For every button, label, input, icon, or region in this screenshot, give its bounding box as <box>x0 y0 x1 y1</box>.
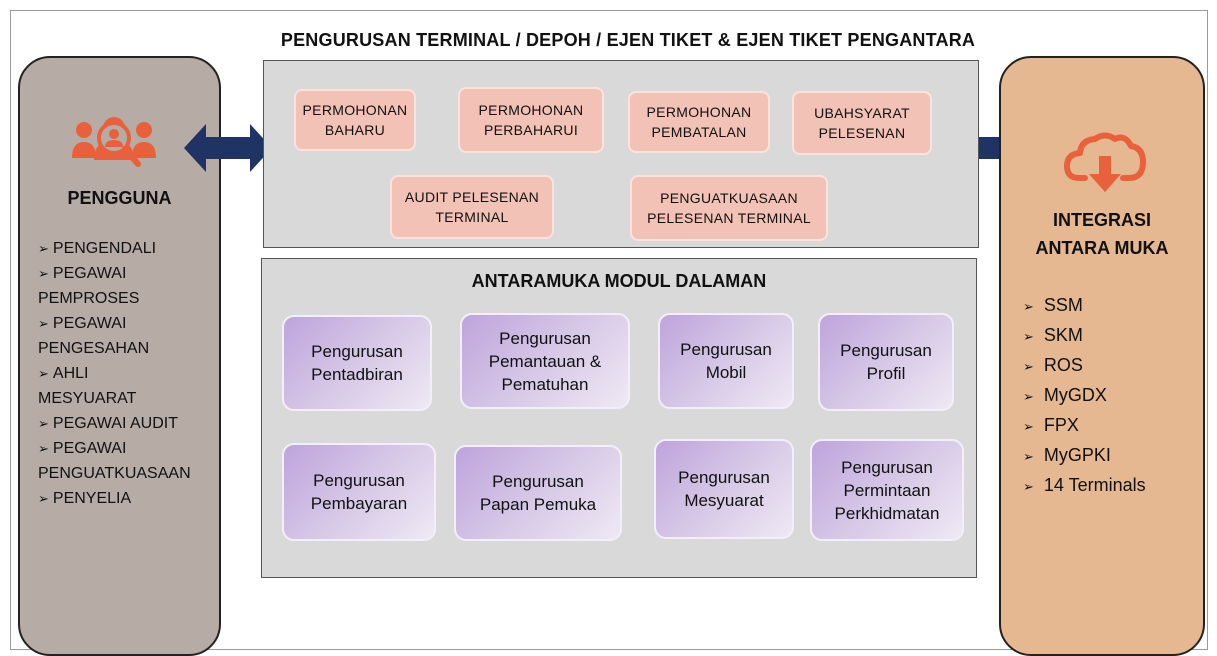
users-list-item: PENGESAHAN <box>38 340 150 357</box>
arrow-bullet-icon: ➢ <box>38 441 49 456</box>
license-action-new[interactable]: PERMOHONAN BAHARU <box>294 89 416 151</box>
arrow-bullet-icon: ➢ <box>1023 479 1034 494</box>
users-list-item: PEMPROSES <box>38 290 140 307</box>
users-list-item: ➢PEGAWAI AUDIT <box>38 415 178 432</box>
integration-title-line2: ANTARA MUKA <box>1035 238 1169 258</box>
integration-list: ➢SSM ➢SKM ➢ROS ➢MyGDX ➢FPX ➢MyGPKI ➢14 Termina… <box>1023 291 1203 501</box>
users-list: ➢PENGENDALI ➢PEGAWAI PEMPROSES ➢PEGAWAI PENG… <box>38 236 218 511</box>
arrow-bullet-icon: ➢ <box>1023 419 1034 434</box>
license-action-amend[interactable]: UBAHSYARAT PELESENAN <box>792 91 932 155</box>
integration-list-item: ➢SKM <box>1023 325 1083 345</box>
integration-list-item: ➢14 Terminals <box>1023 475 1146 495</box>
module-administration[interactable]: Pengurusan Pentadbiran <box>282 315 432 411</box>
module-monitoring-compliance[interactable]: Pengurusan Pemantauan & Pematuhan <box>460 313 630 409</box>
license-action-cancel[interactable]: PERMOHONAN PEMBATALAN <box>628 91 770 153</box>
internal-modules-title: ANTARAMUKA MODUL DALAMAN <box>471 271 767 291</box>
module-meeting[interactable]: Pengurusan Mesyuarat <box>654 439 794 539</box>
module-profile[interactable]: Pengurusan Profil <box>818 313 954 411</box>
module-mobile[interactable]: Pengurusan Mobil <box>658 313 794 409</box>
integration-list-item: ➢MyGDX <box>1023 385 1107 405</box>
users-list-item: ➢PEGAWAI <box>38 440 127 457</box>
user-search-icon <box>72 117 156 167</box>
license-actions-box: PERMOHONAN BAHARU PERMOHONAN PERBAHARUI … <box>263 60 979 248</box>
module-dashboard[interactable]: Pengurusan Papan Pemuka <box>454 445 622 541</box>
cloud-download-icon <box>1064 132 1146 192</box>
arrow-bullet-icon: ➢ <box>1023 329 1034 344</box>
arrow-bullet-icon: ➢ <box>38 316 49 331</box>
arrow-bullet-icon: ➢ <box>1023 359 1034 374</box>
users-list-item: ➢PEGAWAI <box>38 315 127 332</box>
users-list-item: ➢PENYELIA <box>38 490 132 507</box>
integration-panel: INTEGRASI ANTARA MUKA ➢SSM ➢SKM ➢ROS ➢MyGDX… <box>999 56 1205 656</box>
left-double-arrow-icon <box>184 124 272 172</box>
arrow-bullet-icon: ➢ <box>1023 389 1034 404</box>
license-action-audit[interactable]: AUDIT PELESENAN TERMINAL <box>390 175 554 239</box>
integration-title: INTEGRASI ANTARA MUKA <box>1001 206 1203 262</box>
arrow-bullet-icon: ➢ <box>38 266 49 281</box>
users-list-item: ➢AHLI <box>38 365 89 382</box>
users-title: PENGGUNA <box>67 188 172 208</box>
diagram-title: PENGURUSAN TERMINAL / DEPOH / EJEN TIKET… <box>280 30 976 50</box>
arrow-bullet-icon: ➢ <box>38 366 49 381</box>
arrow-bullet-icon: ➢ <box>1023 449 1034 464</box>
license-action-enforcement[interactable]: PENGUATKUASAAN PELESENAN TERMINAL <box>630 175 828 241</box>
arrow-bullet-icon: ➢ <box>38 491 49 506</box>
arrow-bullet-icon: ➢ <box>38 241 49 256</box>
internal-modules-box: ANTARAMUKA MODUL DALAMAN Pengurusan Pent… <box>261 258 977 578</box>
license-action-renew[interactable]: PERMOHONAN PERBAHARUI <box>458 87 604 153</box>
module-service-request[interactable]: Pengurusan Permintaan Perkhidmatan <box>810 439 964 541</box>
users-list-item: MESYUARAT <box>38 390 137 407</box>
integration-list-item: ➢ROS <box>1023 355 1083 375</box>
arrow-bullet-icon: ➢ <box>38 416 49 431</box>
users-list-item: PENGUATKUASAAN <box>38 465 191 482</box>
integration-title-line1: INTEGRASI <box>1052 210 1151 230</box>
users-list-item: ➢PEGAWAI <box>38 265 127 282</box>
integration-list-item: ➢MyGPKI <box>1023 445 1111 465</box>
integration-list-item: ➢FPX <box>1023 415 1079 435</box>
module-payment[interactable]: Pengurusan Pembayaran <box>282 443 436 541</box>
users-list-item: ➢PENGENDALI <box>38 240 157 257</box>
integration-list-item: ➢SSM <box>1023 295 1083 315</box>
arrow-bullet-icon: ➢ <box>1023 299 1034 314</box>
